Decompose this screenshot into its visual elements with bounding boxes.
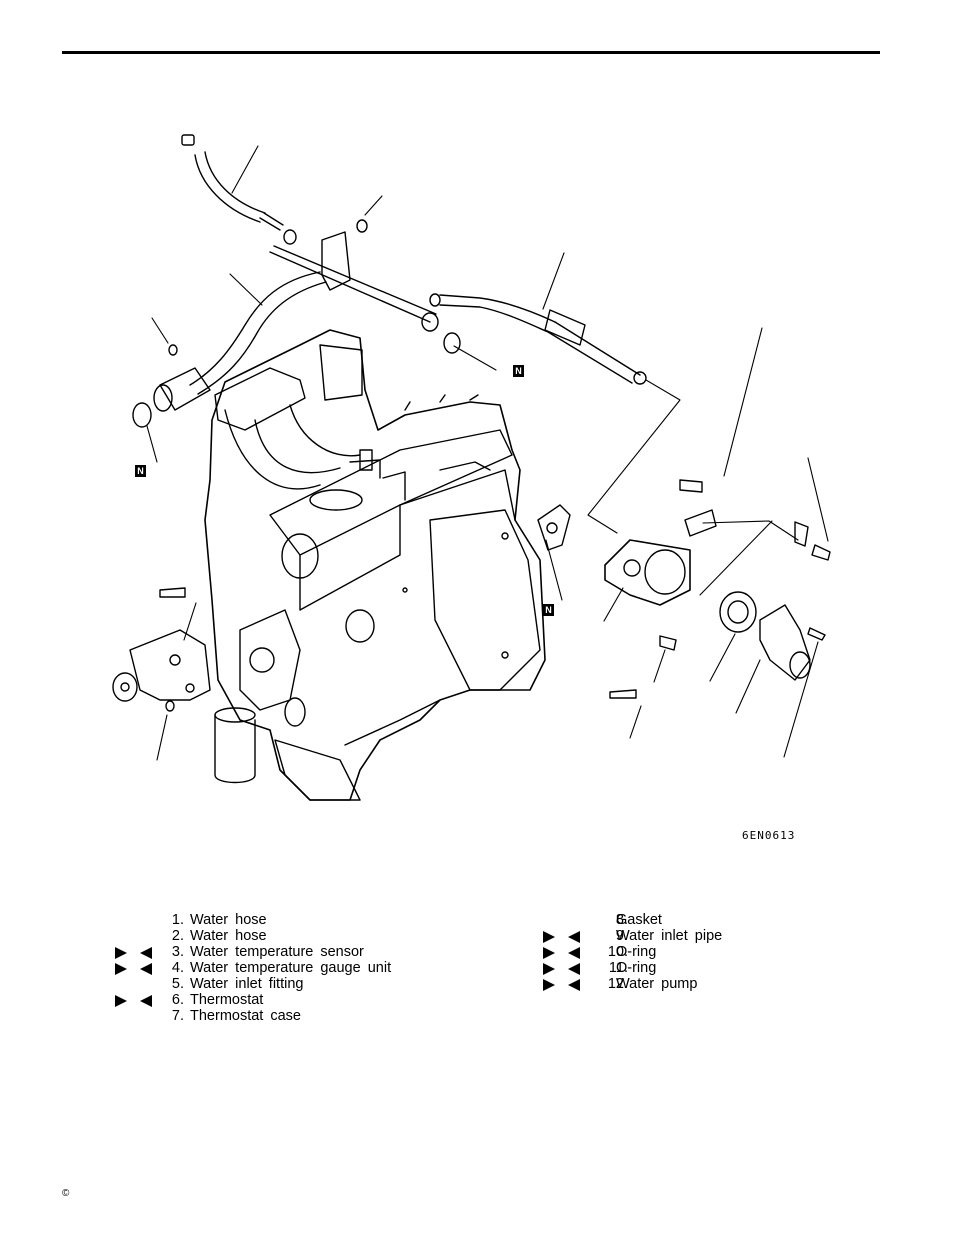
legend-number: 6. (171, 992, 184, 1008)
legend-label: Water hose (190, 928, 267, 944)
legend-label: Water inlet fitting (190, 976, 304, 992)
arrow-right-icon (115, 947, 127, 959)
legend-number: 2. (171, 928, 184, 944)
arrow-left-icon (140, 947, 152, 959)
legend-label: Water temperature sensor (190, 944, 364, 960)
service-point-marks (112, 944, 162, 960)
legend-label: Water hose (190, 912, 267, 928)
copyright-symbol: © (62, 1188, 70, 1199)
legend-label: O-ring (616, 960, 657, 976)
arrow-right-icon (543, 947, 555, 959)
arrow-left-icon (568, 931, 580, 943)
legend-number: 7. (171, 1008, 184, 1024)
water-inlet-fitting (759, 604, 826, 681)
water-hose-1 (181, 134, 368, 245)
service-point-marks (540, 976, 590, 992)
arrow-left-icon (568, 947, 580, 959)
legend-label: Water inlet pipe (616, 928, 723, 944)
service-point-marks (540, 960, 590, 976)
thermostat (719, 591, 757, 633)
service-point-marks (112, 960, 162, 976)
water-pump (112, 587, 211, 712)
legend-number: 9. (615, 928, 628, 944)
arrow-left-icon (568, 963, 580, 975)
legend-number: 12. (607, 976, 628, 992)
arrow-left-icon (140, 995, 152, 1007)
figure-code: 6EN0613 (742, 829, 796, 842)
legend-number: 8. (615, 912, 628, 928)
legend-number: 10. (607, 944, 628, 960)
arrow-left-icon (140, 963, 152, 975)
gasket (537, 504, 571, 551)
legend-number: 4. (171, 960, 184, 976)
engine-cooling-diagram (112, 134, 831, 801)
arrow-right-icon (115, 963, 127, 975)
leader-lines (146, 145, 829, 761)
service-point-marks (112, 992, 162, 1008)
legend-number: 5. (171, 976, 184, 992)
water-inlet-pipe-right (429, 293, 647, 385)
legend-number: 3. (171, 944, 184, 960)
top-rule (62, 51, 880, 54)
legend-number: 11. (608, 960, 628, 976)
engine-block (204, 329, 546, 801)
legend-label: Gasket (616, 912, 662, 928)
thermostat-case-assembly (604, 479, 831, 699)
legend-number: 1. (171, 912, 184, 928)
legend-label: Thermostat (190, 992, 264, 1008)
legend-label: Water temperature gauge unit (190, 960, 392, 976)
arrow-left-icon (568, 979, 580, 991)
water-hose-2 (132, 271, 327, 428)
arrow-right-icon (115, 995, 127, 1007)
arrow-right-icon (543, 963, 555, 975)
service-point-marks (540, 928, 590, 944)
arrow-right-icon (543, 979, 555, 991)
legend-label: O-ring (616, 944, 657, 960)
legend-label: Thermostat case (190, 1008, 301, 1024)
service-point-marks (540, 944, 590, 960)
new-part-marker-o-ring-left: N (135, 465, 146, 477)
arrow-right-icon (543, 931, 555, 943)
water-inlet-pipe-upper (269, 231, 461, 354)
new-part-marker-gasket: N (543, 604, 554, 616)
new-part-marker-o-ring-upper: N (513, 365, 524, 377)
legend-label: Water pump (616, 976, 698, 992)
